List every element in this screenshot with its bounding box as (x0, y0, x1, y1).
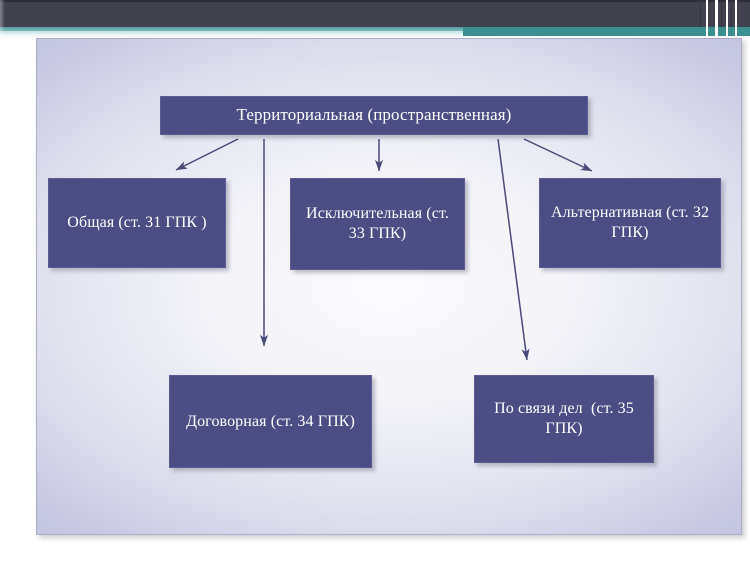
header-left-notch (0, 0, 5, 38)
node-general-jurisdiction[interactable]: Общая (ст. 31 ГПК ) (48, 178, 226, 268)
header-dark-bar-topline (0, 0, 750, 2)
header-teal-highlight (0, 31, 463, 38)
node-contractual-jurisdiction[interactable]: Договорная (ст. 34 ГПК) (169, 375, 372, 468)
connector-root-to-common (175, 138, 239, 171)
header-stripe-3 (726, 0, 728, 38)
header-stripe-1 (706, 0, 708, 38)
slide-header-decoration (0, 0, 750, 38)
node-alternative-jurisdiction[interactable]: Альтернативная (ст. 32 ГПК) (539, 178, 721, 268)
header-stripe-2 (715, 0, 718, 38)
node-exclusive-jurisdiction[interactable]: Исключительная (ст. 33 ГПК) (290, 178, 465, 270)
header-stripe-dark-3 (731, 0, 732, 27)
connector-root-to-related (497, 138, 530, 361)
connector-root-to-alternative (523, 138, 593, 172)
header-dark-bar (0, 0, 750, 27)
node-territorial-root[interactable]: Территориальная (пространственная) (160, 96, 588, 135)
header-stripe-dark-1 (700, 0, 701, 27)
header-stripe-4 (735, 0, 737, 38)
header-teal-fade (0, 27, 463, 32)
node-related-cases-jurisdiction[interactable]: По связи дел (ст. 35 ГПК) (474, 375, 654, 463)
header-stripe-dark-2 (721, 0, 722, 27)
